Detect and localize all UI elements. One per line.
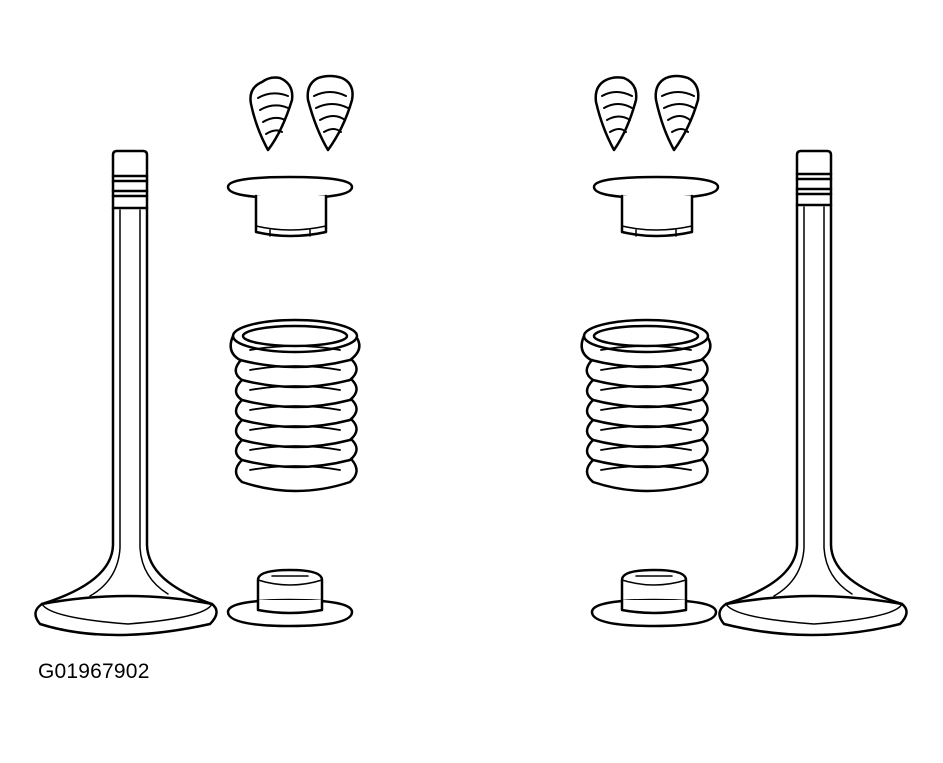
right-valve-spring <box>580 318 712 493</box>
figure-id-label: G01967902 <box>38 660 150 683</box>
left-valve-keepers <box>249 74 354 152</box>
right-assembly <box>580 74 908 637</box>
left-assembly <box>34 74 361 637</box>
left-valve <box>34 149 218 637</box>
right-spring-seat <box>590 568 718 628</box>
left-spring-retainer <box>226 175 354 238</box>
left-valve-spring <box>229 318 361 493</box>
right-valve <box>718 149 908 637</box>
right-spring-retainer <box>592 175 720 238</box>
left-spring-seat <box>226 568 354 628</box>
right-valve-keepers <box>594 74 700 152</box>
